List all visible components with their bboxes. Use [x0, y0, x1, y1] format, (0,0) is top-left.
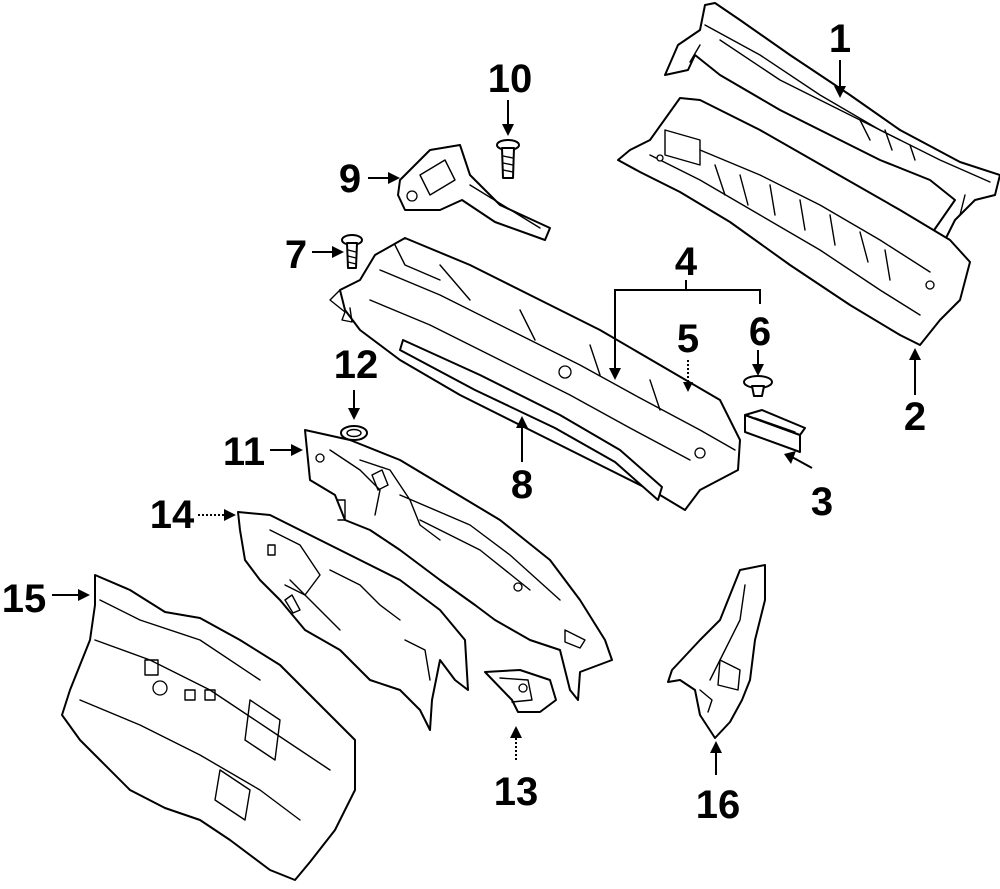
callout-8: 8 — [511, 463, 533, 507]
part-3-grommet — [744, 409, 806, 453]
part-6-push-pin — [743, 375, 773, 397]
part-10-bolt — [496, 139, 520, 179]
callout-15: 15 — [2, 577, 47, 621]
callout-13: 13 — [494, 770, 539, 814]
callout-14: 14 — [150, 493, 195, 537]
callout-7: 7 — [285, 233, 307, 277]
leader-lines — [52, 60, 921, 775]
callout-12: 12 — [334, 343, 379, 387]
callout-4: 4 — [675, 240, 698, 284]
part-13-bracket — [484, 669, 557, 713]
part-12-plug — [340, 425, 368, 441]
callout-5: 5 — [677, 317, 699, 361]
part-2-cowl-lower-panel — [617, 97, 971, 346]
part-11-dash-upper-panel — [304, 429, 613, 701]
part-8-seal — [399, 339, 663, 501]
callout-labels: 1 2 3 4 5 6 7 8 9 10 11 12 13 14 15 16 — [2, 17, 926, 827]
callout-16: 16 — [696, 783, 741, 827]
part-15-dash-silencer — [61, 574, 356, 881]
callout-1: 1 — [829, 17, 851, 61]
callout-9: 9 — [339, 157, 361, 201]
callout-2: 2 — [904, 395, 926, 439]
part-4-cowl-panel — [329, 237, 741, 511]
callout-10: 10 — [488, 57, 533, 101]
part-9-bracket — [397, 144, 551, 241]
part-7-bolt — [341, 234, 363, 269]
callout-6: 6 — [749, 310, 771, 354]
part-14-dash-insulator — [237, 511, 469, 731]
part-16-side-bracket — [667, 564, 766, 739]
callout-11: 11 — [223, 430, 265, 474]
callout-3: 3 — [811, 480, 833, 524]
